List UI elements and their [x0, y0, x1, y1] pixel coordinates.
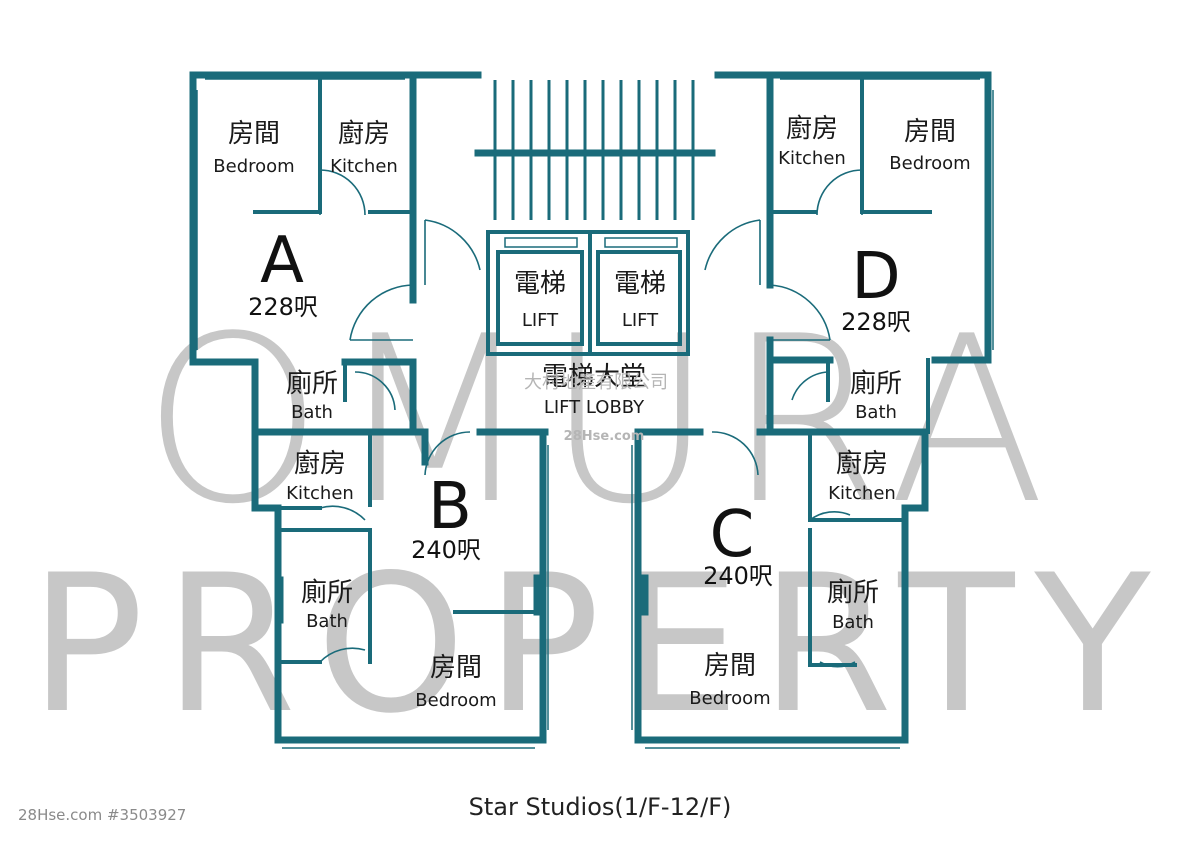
unit-c-bath-cn: 廁所 — [827, 578, 879, 608]
lift-lobby-cn: 電梯大堂 — [542, 362, 646, 392]
unit-d-bath-cn: 廁所 — [850, 369, 902, 399]
unit-b-bath-cn: 廁所 — [301, 578, 353, 608]
unit-d-bedroom-cn: 房間 — [904, 117, 956, 147]
watermark-company-cn: 大村地產有限公司 — [524, 372, 668, 393]
core-walls — [409, 71, 774, 466]
unit-a-kitchen-cn: 廚房 — [338, 119, 390, 149]
plan-caption: Star Studios(1/F-12/F) — [468, 793, 732, 821]
unit-d-walls — [766, 71, 994, 436]
unit-c-kitchen-cn: 廚房 — [836, 449, 888, 479]
unit-d-kitchen-cn: 廚房 — [786, 114, 838, 144]
lift-1-en: LIFT — [522, 310, 559, 331]
unit-b-area: 240呎 — [411, 536, 481, 564]
unit-c-bedroom-cn: 房間 — [704, 651, 756, 681]
watermark-site: 28Hse.com — [564, 429, 645, 444]
unit-c-bedroom-en: Bedroom — [689, 688, 770, 709]
lift-lobby-en: LIFT LOBBY — [544, 397, 645, 418]
unit-d-bath-en: Bath — [855, 402, 897, 423]
unit-a-bath-cn: 廁所 — [286, 369, 338, 399]
unit-a-bedroom-en: Bedroom — [213, 156, 294, 177]
unit-b-kitchen-en: Kitchen — [286, 483, 354, 504]
unit-d-kitchen-en: Kitchen — [778, 148, 846, 169]
staircase — [474, 80, 716, 220]
unit-d-letter: D — [851, 240, 900, 314]
unit-b-bath-en: Bath — [306, 611, 348, 632]
unit-b-bedroom-en: Bedroom — [415, 690, 496, 711]
lift-2-en: LIFT — [622, 310, 659, 331]
lift-1-cn: 電梯 — [514, 269, 566, 299]
listing-reference: 28Hse.com #3503927 — [18, 806, 187, 824]
unit-d-area: 228呎 — [841, 308, 911, 336]
unit-b-letter: B — [428, 470, 472, 544]
unit-c-kitchen-en: Kitchen — [828, 483, 896, 504]
unit-a-bedroom-cn: 房間 — [228, 119, 280, 149]
lift-2-cn: 電梯 — [614, 269, 666, 299]
door-swings — [319, 169, 863, 668]
unit-c-letter: C — [710, 498, 755, 572]
unit-b-kitchen-cn: 廚房 — [294, 449, 346, 479]
unit-c-bath-en: Bath — [832, 612, 874, 633]
unit-b-bedroom-cn: 房間 — [430, 653, 482, 683]
unit-a-kitchen-en: Kitchen — [330, 156, 398, 177]
watermark-property: PROPERTY — [29, 534, 1170, 755]
unit-c-area: 240呎 — [703, 562, 773, 590]
unit-a-bath-en: Bath — [291, 402, 333, 423]
unit-a-area: 228呎 — [248, 293, 318, 321]
unit-d-bedroom-en: Bedroom — [889, 153, 970, 174]
watermark-omura: OMURA — [142, 288, 1058, 555]
unit-a-letter: A — [260, 224, 304, 298]
